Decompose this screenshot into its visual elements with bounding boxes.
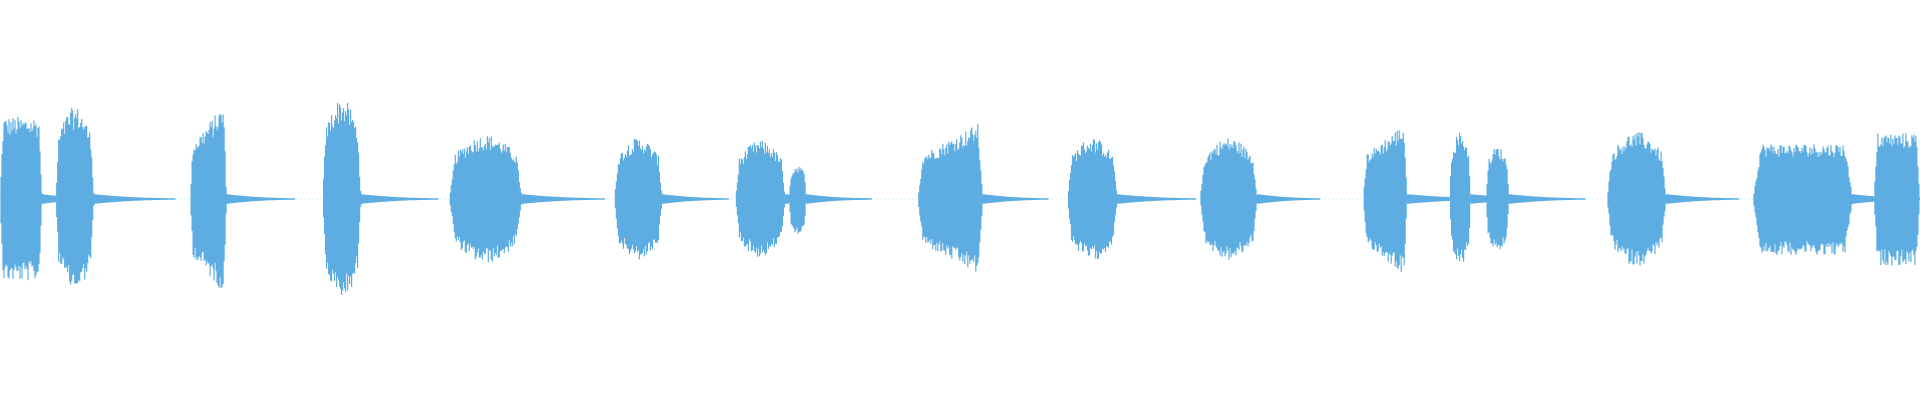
waveform-burst	[190, 113, 296, 288]
waveform-burst	[1067, 139, 1196, 260]
waveform-burst-body	[190, 113, 227, 288]
waveform-burst-body	[1874, 133, 1920, 266]
waveform-burst-tail	[661, 194, 729, 204]
waveform-burst-body	[1200, 138, 1258, 260]
waveform-burst-body	[1067, 139, 1118, 260]
waveform-burst-tail	[1257, 194, 1321, 204]
waveform-burst-body	[1753, 144, 1853, 255]
waveform-burst-body	[1450, 132, 1472, 262]
waveform-burst	[56, 107, 176, 285]
waveform-burst	[1486, 148, 1586, 250]
waveform-burst-body	[56, 107, 95, 285]
waveform-burst-body	[918, 123, 984, 272]
waveform-burst	[449, 136, 605, 263]
waveform-burst	[323, 102, 439, 295]
waveform-burst-body	[449, 136, 522, 263]
waveform-burst	[1607, 132, 1740, 266]
waveform-burst-tail	[982, 194, 1049, 204]
waveform-burst-tail	[360, 194, 439, 204]
waveform-burst	[1200, 138, 1321, 260]
waveform-burst-tail	[521, 194, 605, 204]
waveform-burst-body	[1486, 148, 1510, 250]
waveform-burst	[614, 138, 729, 260]
waveform-burst-tail	[805, 194, 868, 204]
waveform-burst-body	[1363, 130, 1408, 272]
waveform-burst-tail	[1666, 194, 1740, 204]
waveform-burst-body	[0, 117, 43, 281]
waveform-burst	[1874, 133, 1920, 266]
waveform-burst-tail	[1508, 194, 1586, 204]
waveform-burst-tail	[226, 194, 296, 204]
waveform-burst-body	[1607, 132, 1667, 266]
waveform-burst-body	[789, 166, 807, 234]
waveform-burst-tail	[1116, 194, 1196, 204]
waveform-burst-body	[735, 140, 785, 257]
waveform-burst	[918, 123, 1049, 272]
waveform-burst-tail	[93, 194, 176, 204]
waveform-burst-body	[323, 102, 362, 295]
waveform-burst-body	[614, 138, 662, 260]
waveform-burst	[789, 166, 868, 234]
